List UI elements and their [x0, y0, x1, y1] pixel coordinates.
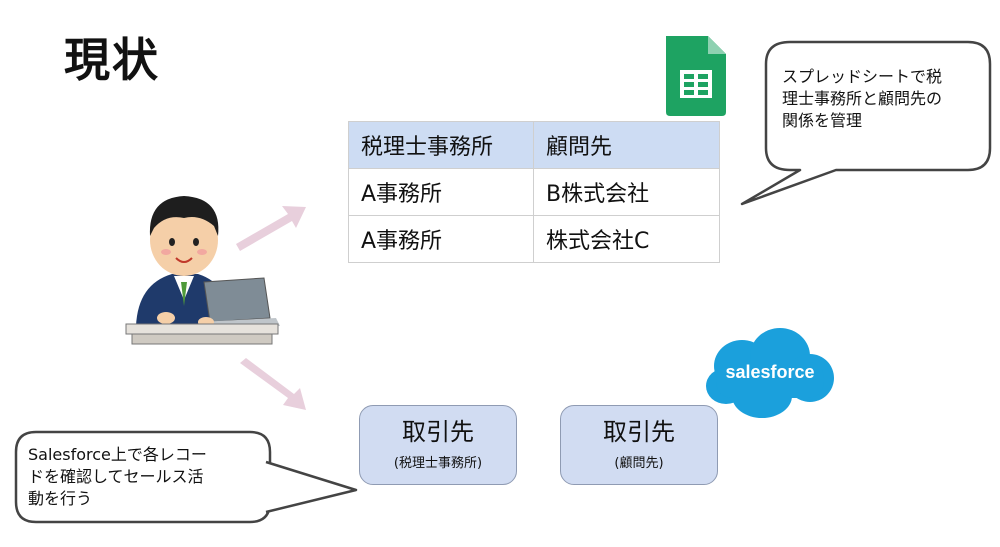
office-worker-laptop-illustration — [125, 196, 280, 345]
table-cell: A事務所 — [348, 168, 534, 216]
google-sheets-icon — [666, 36, 726, 116]
table-row: A事務所 株式会社C — [348, 215, 720, 263]
table-cell: B株式会社 — [533, 168, 720, 216]
table-header-cell: 税理士事務所 — [348, 121, 534, 169]
salesforce-callout-text: Salesforce上で各レコー ドを確認してセールス活 動を行う — [28, 444, 268, 510]
arrow-to-spreadsheet — [236, 206, 306, 251]
table-header-cell: 顧問先 — [533, 121, 720, 169]
account-entity-tax-office: 取引先 (税理士事務所) — [359, 405, 517, 485]
spreadsheet-callout-bubble — [740, 40, 992, 206]
spreadsheet-callout-line: スプレッドシートで税 — [782, 67, 943, 86]
table-cell: A事務所 — [348, 215, 534, 263]
arrow-to-salesforce — [240, 358, 306, 410]
spreadsheet-callout-line: 関係を管理 — [782, 111, 863, 130]
table-row: A事務所 B株式会社 — [348, 168, 720, 216]
entity-sublabel: (顧問先) — [614, 456, 664, 471]
relationship-table: 税理士事務所 顧問先 A事務所 B株式会社 A事務所 株式会社C — [348, 121, 720, 263]
page-title: 現状 — [64, 33, 160, 87]
salesforce-cloud-logo — [706, 328, 834, 418]
entity-sublabel: (税理士事務所) — [393, 456, 483, 471]
salesforce-callout-line: 動を行う — [28, 489, 93, 508]
table-header-row: 税理士事務所 顧問先 — [348, 121, 720, 169]
salesforce-callout-bubble — [14, 430, 358, 524]
table-cell: 株式会社C — [533, 215, 720, 263]
entity-label: 取引先 — [603, 418, 675, 446]
salesforce-callout-line: ドを確認してセールス活 — [28, 467, 204, 486]
spreadsheet-callout-line: 理士事務所と顧問先の — [782, 89, 943, 108]
salesforce-callout-line: Salesforce上で各レコー — [28, 445, 207, 464]
salesforce-logo-text: salesforce — [725, 362, 815, 382]
account-entity-client: 取引先 (顧問先) — [560, 405, 718, 485]
spreadsheet-callout-text: スプレッドシートで税 理士事務所と顧問先の 関係を管理 — [782, 66, 982, 132]
entity-label: 取引先 — [402, 418, 474, 446]
